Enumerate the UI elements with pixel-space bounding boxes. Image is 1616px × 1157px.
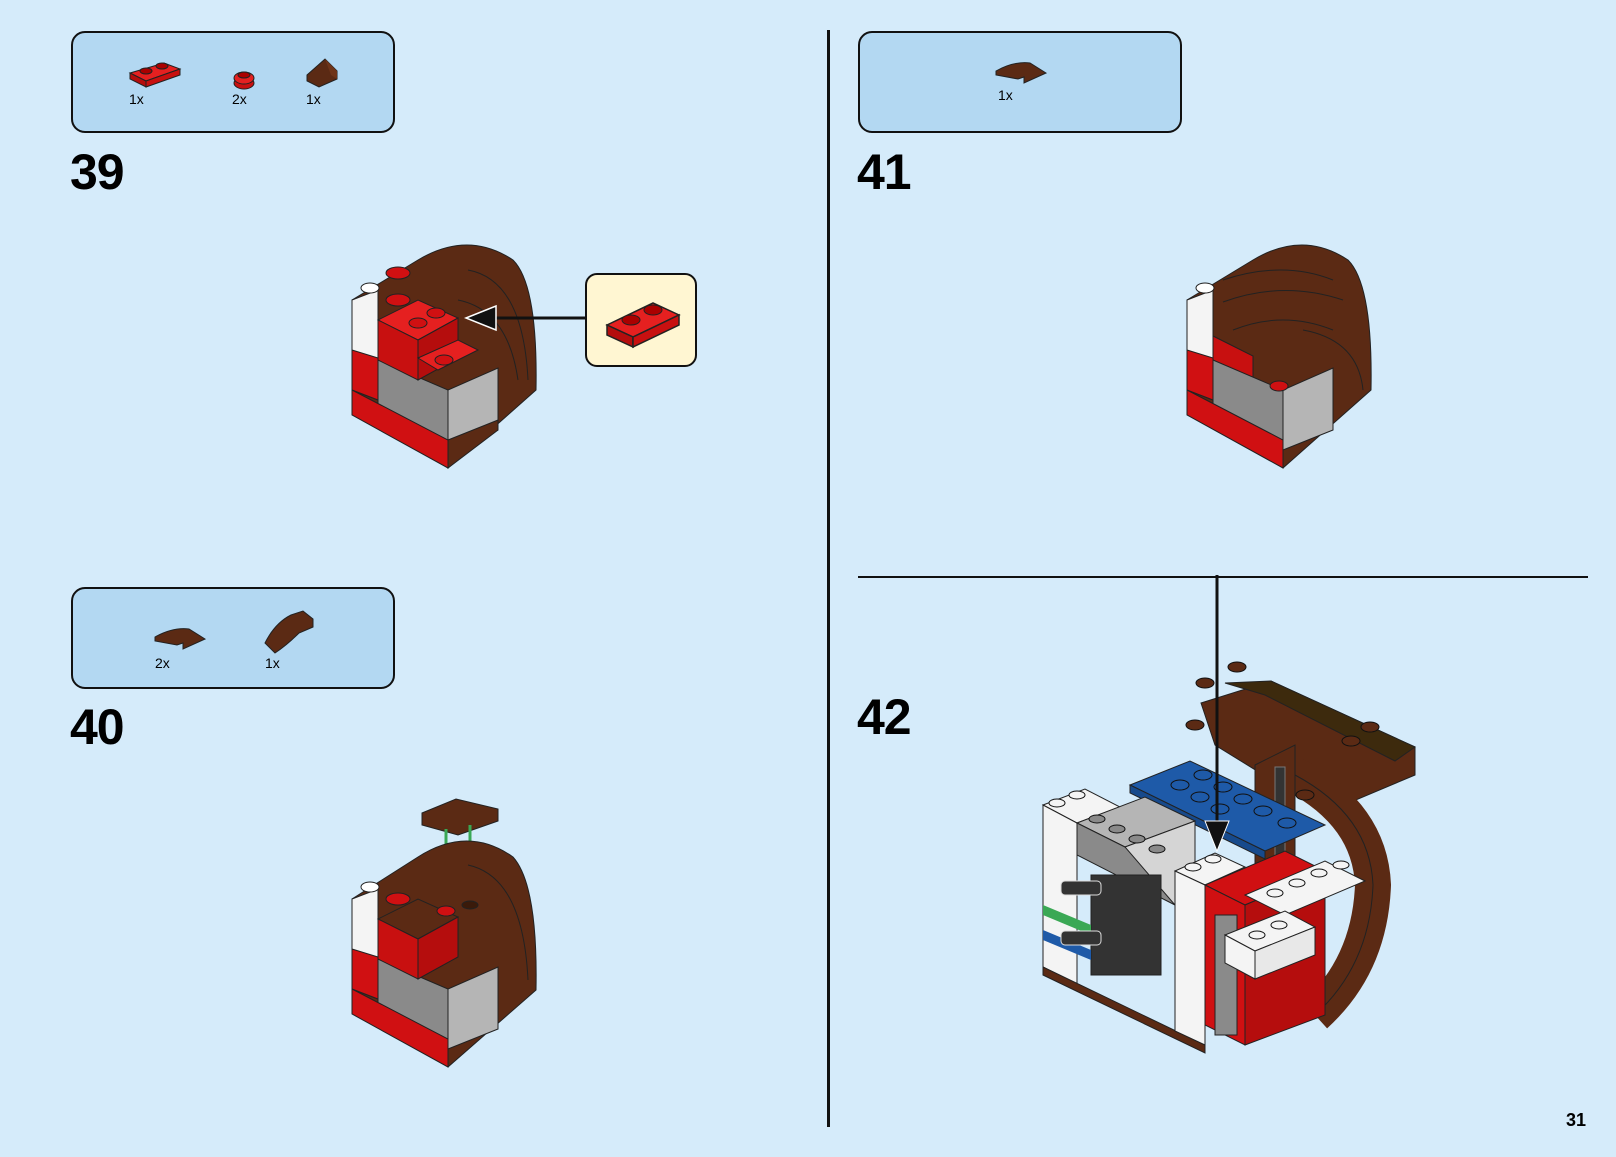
step-divider: [858, 576, 1588, 578]
parts-list-step-39: 1x 2x 1x: [71, 31, 395, 133]
column-divider: [827, 30, 830, 1127]
insert-arrow-icon: [463, 304, 586, 332]
brown-slope-icon: [306, 58, 338, 88]
step-39-model-illustration: [351, 244, 537, 470]
step-number: 41: [857, 144, 912, 200]
step-41-model-illustration: [1186, 244, 1372, 469]
page-number: 31: [1565, 1110, 1586, 1130]
part-qty: 1x: [306, 91, 321, 107]
part-qty: 2x: [232, 91, 247, 107]
parts-list-step-41: 1x: [858, 31, 1182, 133]
step-number: 39: [70, 144, 125, 200]
step-40-model-illustration: [351, 798, 537, 1068]
red-plate-1x2-icon: [605, 302, 681, 349]
part-qty: 1x: [998, 87, 1013, 103]
callout-box: [585, 273, 697, 367]
part-qty: 1x: [265, 655, 280, 671]
red-round-plate-icon: [233, 71, 255, 90]
brown-curved-slope-icon: [154, 628, 207, 650]
step-number: 40: [70, 699, 125, 755]
brown-curved-slope-icon: [995, 62, 1048, 84]
red-plate-1x2-icon: [128, 62, 182, 88]
brown-curved-slope-inverted-icon: [264, 610, 314, 654]
part-qty: 1x: [129, 91, 144, 107]
step-number: 42: [857, 689, 912, 745]
parts-list-step-40: 2x 1x: [71, 587, 395, 689]
part-qty: 2x: [155, 655, 170, 671]
step-42-model-illustration: [1041, 575, 1417, 1054]
